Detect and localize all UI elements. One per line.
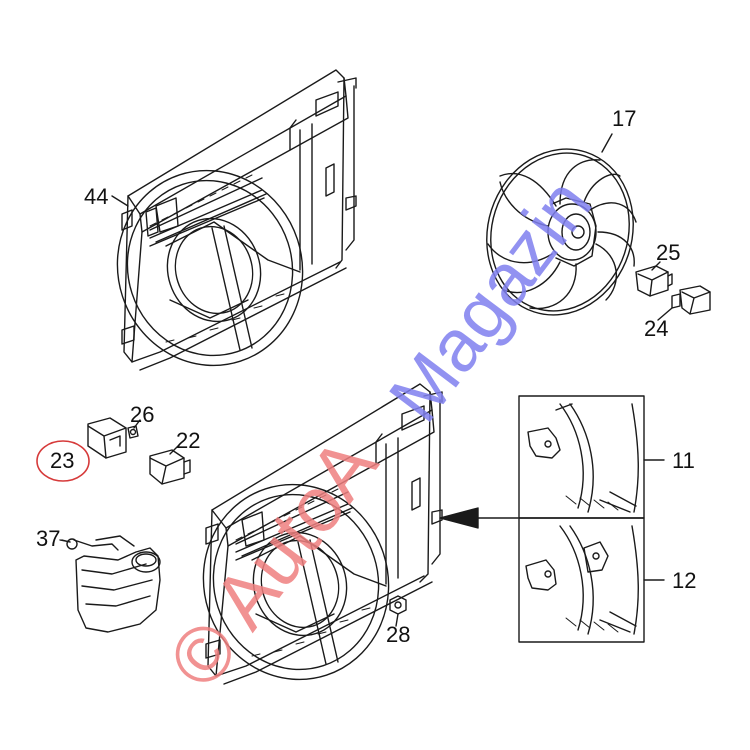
fan-shroud-icon bbox=[202, 383, 443, 685]
callout-17: 17 bbox=[612, 106, 637, 131]
callout-24: 24 bbox=[644, 316, 669, 341]
callout-25: 25 bbox=[656, 240, 681, 265]
detail-inset bbox=[518, 395, 665, 643]
nut-icon bbox=[389, 595, 407, 615]
callout-44: 44 bbox=[84, 184, 109, 209]
fan-shroud-icon bbox=[116, 69, 357, 371]
resistor-icon bbox=[87, 417, 191, 485]
callout-11: 11 bbox=[672, 448, 695, 473]
coolant-reservoir-icon bbox=[61, 535, 161, 633]
callout-28: 28 bbox=[386, 622, 411, 647]
callout-23: 23 bbox=[50, 448, 75, 473]
fan-blade-icon bbox=[486, 133, 637, 316]
callout-37: 37 bbox=[36, 526, 61, 551]
callout-22: 22 bbox=[176, 428, 201, 453]
resistor-icon bbox=[635, 265, 711, 315]
callout-26: 26 bbox=[130, 402, 155, 427]
callout-12: 12 bbox=[672, 568, 697, 593]
arrow-icon bbox=[439, 507, 519, 529]
highlight-circle bbox=[36, 440, 90, 482]
